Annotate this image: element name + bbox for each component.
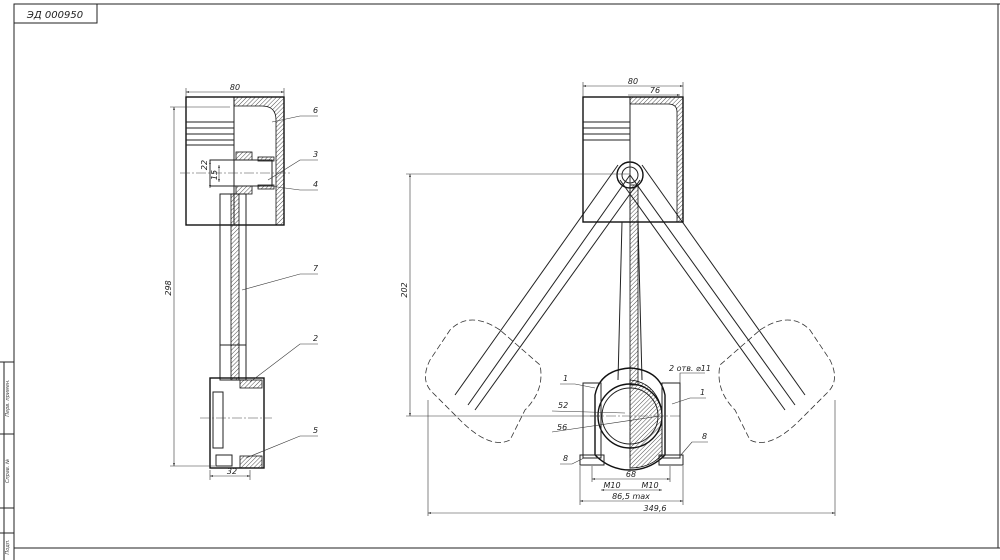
dim-width-inner: 76 [650, 86, 660, 95]
dim-thread-left: M10 [603, 481, 620, 490]
title-block: ЭД 000950 [13, 3, 98, 24]
dim-bigend-width: 32 [227, 467, 237, 476]
dim-max-width: 86,5 max [612, 492, 650, 501]
side-strip: Перв. примен. Справ. № Подп. [0, 361, 14, 560]
dim-pin-inner: 15 [210, 170, 219, 180]
dim-width: 80 [628, 77, 638, 86]
strip-label: Подп. [5, 539, 11, 554]
right-view-big-end [579, 367, 684, 471]
swing-ghost-left [425, 164, 641, 443]
left-view-big-end [200, 377, 272, 469]
left-view-rod [219, 193, 247, 381]
drawing-number: ЭД 000950 [26, 10, 83, 21]
callout-8: 8 [563, 454, 568, 463]
strip-label: Перв. примен. [5, 379, 11, 417]
dim-swing-width: 349,6 [644, 504, 667, 513]
left-view-dimensions: 80 298 32 22 15 [164, 83, 285, 480]
callout-1: 1 [563, 374, 568, 383]
callout-1: 1 [700, 388, 705, 397]
left-view-callouts: 6 3 4 7 2 5 [241, 106, 319, 459]
dim-center-distance: 202 [400, 282, 409, 297]
callout-5: 5 [313, 426, 318, 435]
dim-height: 298 [164, 280, 173, 295]
swing-ghost-right [619, 164, 835, 443]
callout-4: 4 [313, 180, 318, 189]
callout-7: 7 [313, 264, 319, 273]
callout-2: 2 [313, 334, 318, 343]
dim-bore-2: 56 [557, 423, 567, 432]
dim-width: 80 [230, 83, 240, 92]
callout-6: 6 [313, 106, 318, 115]
dim-pin-bore: 22 [200, 160, 209, 170]
dim-thread-right: M10 [641, 481, 658, 490]
sheet-frame [13, 3, 1000, 560]
right-view-dimensions: 80 76 202 68 M10 M10 86,5 max 349,6 52 5… [400, 77, 836, 516]
callout-3: 3 [313, 150, 318, 159]
callout-8: 8 [702, 432, 707, 441]
dim-bolt-spacing: 68 [626, 470, 636, 479]
dim-bore-1: 52 [558, 401, 568, 410]
dim-holes: 2 отв. ⌀11 [669, 364, 711, 373]
right-view-callouts: 1 1 8 8 [560, 374, 708, 465]
strip-label: Справ. № [5, 459, 11, 483]
